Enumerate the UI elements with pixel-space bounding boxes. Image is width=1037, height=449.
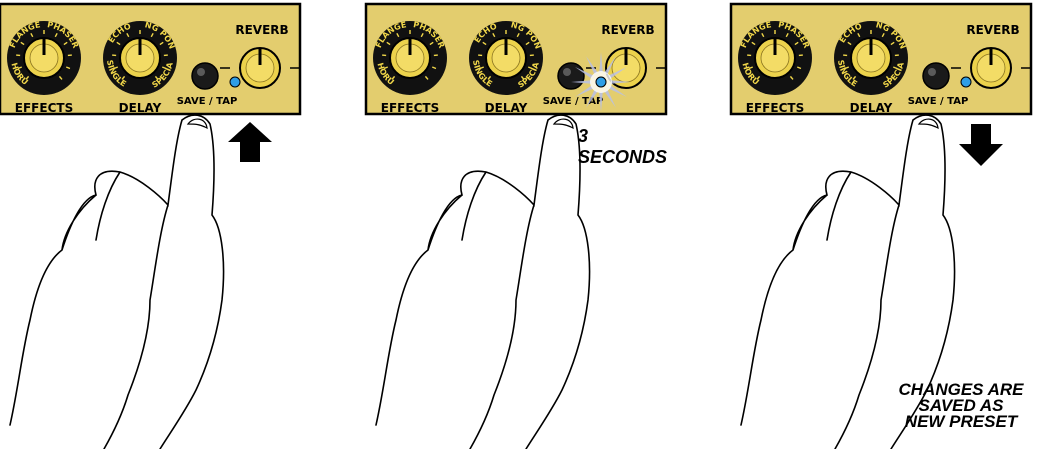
reverb-label: REVERB bbox=[235, 23, 288, 37]
fingernail bbox=[552, 118, 574, 130]
reverb-label: REVERB bbox=[966, 23, 1019, 37]
hold-caption: 3 SECONDS bbox=[578, 126, 668, 167]
glow-ray bbox=[604, 56, 616, 75]
glow-ray bbox=[599, 52, 603, 73]
glow-ray bbox=[610, 80, 631, 84]
save-tap-label: SAVE / TAP bbox=[177, 96, 238, 107]
finger-hand bbox=[375, 114, 591, 449]
finger-hand bbox=[740, 114, 956, 449]
saved-caption: CHANGES ARE SAVED AS NEW PRESET bbox=[871, 380, 1037, 431]
led-glow-icon bbox=[571, 52, 631, 112]
hand-outline bbox=[740, 114, 956, 449]
control-panel: FLANGEPHASERCHORUSECHOPING PONGSINGLESPE… bbox=[0, 0, 302, 116]
saved-caption-line-2: SAVED AS bbox=[918, 396, 1004, 415]
save-tap-button bbox=[922, 62, 950, 90]
led-lit bbox=[595, 76, 607, 88]
glow-ray bbox=[575, 85, 594, 97]
delay-label: DELAY bbox=[485, 101, 528, 115]
glow-ray bbox=[586, 56, 598, 75]
reverb-label: REVERB bbox=[601, 23, 654, 37]
glow-ray bbox=[586, 89, 598, 108]
up-arrow-icon bbox=[228, 122, 272, 162]
glow-ray bbox=[575, 67, 594, 79]
effects-label: EFFECTS bbox=[746, 101, 804, 115]
fingernail bbox=[186, 118, 208, 130]
glow-ray bbox=[599, 91, 603, 112]
led-indicator bbox=[229, 76, 241, 88]
delay-label: DELAY bbox=[850, 101, 893, 115]
glow-ray bbox=[608, 85, 627, 97]
step-hold: FLANGEPHASERCHORUSECHOPING PONGSINGLESPE… bbox=[363, 0, 668, 449]
control-panel: FLANGEPHASERCHORUSECHOPING PONGSINGLESPE… bbox=[363, 0, 668, 116]
save-tap-button bbox=[191, 62, 219, 90]
control-panel: FLANGEPHASERCHORUSECHOPING PONGSINGLESPE… bbox=[728, 0, 1033, 116]
down-arrow-icon bbox=[959, 124, 1003, 166]
glow-ray bbox=[608, 67, 627, 79]
effects-label: EFFECTS bbox=[15, 101, 73, 115]
fingernail bbox=[917, 118, 939, 130]
led-indicator bbox=[960, 76, 972, 88]
delay-label: DELAY bbox=[119, 101, 162, 115]
step-release-drawing: FLANGEPHASERCHORUSECHOPING PONGSINGLESPE… bbox=[728, 0, 1033, 449]
save-tap-button bbox=[557, 62, 585, 90]
save-tap-label: SAVE / TAP bbox=[543, 96, 604, 107]
step-press: FLANGEPHASERCHORUSECHOPING PONGSINGLESPE… bbox=[0, 0, 302, 449]
saved-caption-line-3: NEW PRESET bbox=[904, 412, 1018, 431]
glow-ray bbox=[604, 89, 616, 108]
step-hold-drawing: FLANGEPHASERCHORUSECHOPING PONGSINGLESPE… bbox=[363, 0, 668, 449]
glow-ray bbox=[571, 80, 592, 84]
step-release: FLANGEPHASERCHORUSECHOPING PONGSINGLESPE… bbox=[728, 0, 1033, 449]
effects-label: EFFECTS bbox=[381, 101, 439, 115]
hand-outline bbox=[375, 114, 591, 449]
hand-outline bbox=[9, 114, 225, 449]
step-press-drawing: FLANGEPHASERCHORUSECHOPING PONGSINGLESPE… bbox=[0, 0, 302, 449]
finger-hand bbox=[9, 114, 225, 449]
save-tap-label: SAVE / TAP bbox=[908, 96, 969, 107]
saved-caption-line-1: CHANGES ARE bbox=[898, 380, 1024, 399]
